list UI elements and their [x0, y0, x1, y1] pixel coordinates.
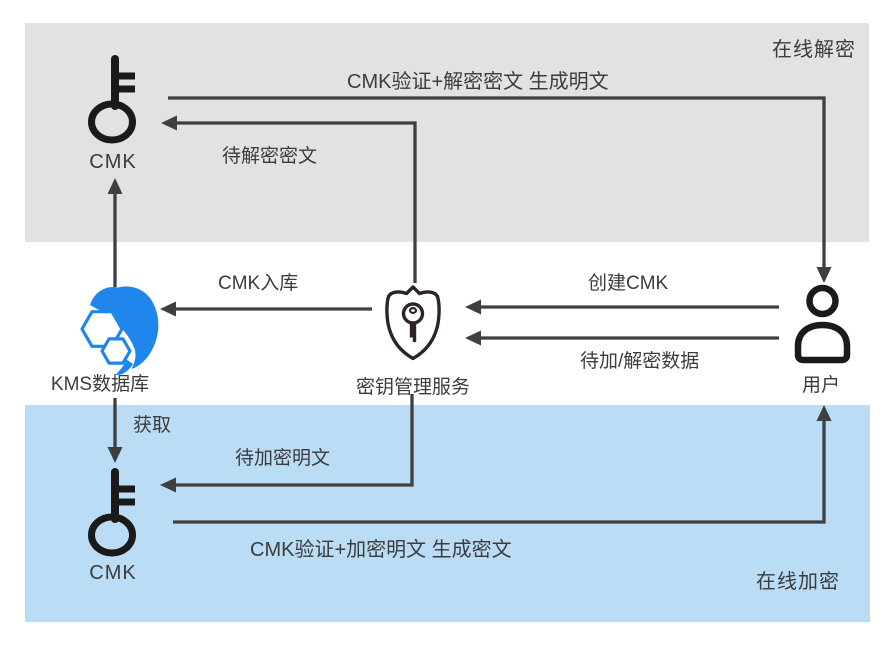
node-label-kms-database: KMS数据库	[50, 374, 150, 395]
node-label-cmk-top: CMK	[89, 151, 137, 173]
arrow-fetch	[107, 398, 123, 463]
key-icon	[87, 52, 139, 149]
arrow-ciphertext-to-cmk	[161, 115, 417, 283]
node-label-user: 用户	[801, 375, 841, 396]
arrow-label-decrypt-result: CMK验证+解密密文 生成明文	[347, 71, 609, 93]
online-decrypt-zone	[25, 23, 869, 242]
zone-label-online-encrypt: 在线加密	[756, 571, 840, 593]
key-icon	[87, 465, 139, 562]
arrow-plaintext-to-cmk	[160, 394, 414, 493]
arrow-label-create-cmk: 创建CMK	[588, 273, 669, 294]
user-icon	[791, 284, 854, 369]
arrow-label-ciphertext-to-decrypt: 待解密密文	[222, 146, 318, 167]
arrow-decrypt-result	[168, 96, 832, 283]
online-encrypt-zone	[25, 405, 870, 622]
arrow-encrypt-result	[173, 405, 832, 524]
arrow-label-cmk-store: CMK入库	[218, 273, 299, 294]
arrow-cmk-store	[160, 301, 372, 317]
arrow-label-encrypt-result: CMK验证+加密明文 生成密文	[250, 539, 512, 561]
arrow-db-to-cmk	[107, 178, 123, 287]
arrow-create-cmk	[465, 299, 779, 315]
node-label-cmk-bottom: CMK	[89, 562, 137, 584]
node-label-kms-service: 密钥管理服务	[355, 377, 471, 398]
arrow-data-to-kms	[465, 330, 779, 346]
zone-label-online-decrypt: 在线解密	[772, 39, 856, 61]
arrow-label-fetch: 获取	[133, 415, 172, 436]
arrow-label-plaintext-to-encrypt: 待加密明文	[235, 448, 331, 469]
arrow-label-data-to-kms: 待加/解密数据	[580, 351, 700, 372]
dolphin-database-icon	[78, 281, 162, 381]
shield-key-icon	[382, 283, 444, 372]
